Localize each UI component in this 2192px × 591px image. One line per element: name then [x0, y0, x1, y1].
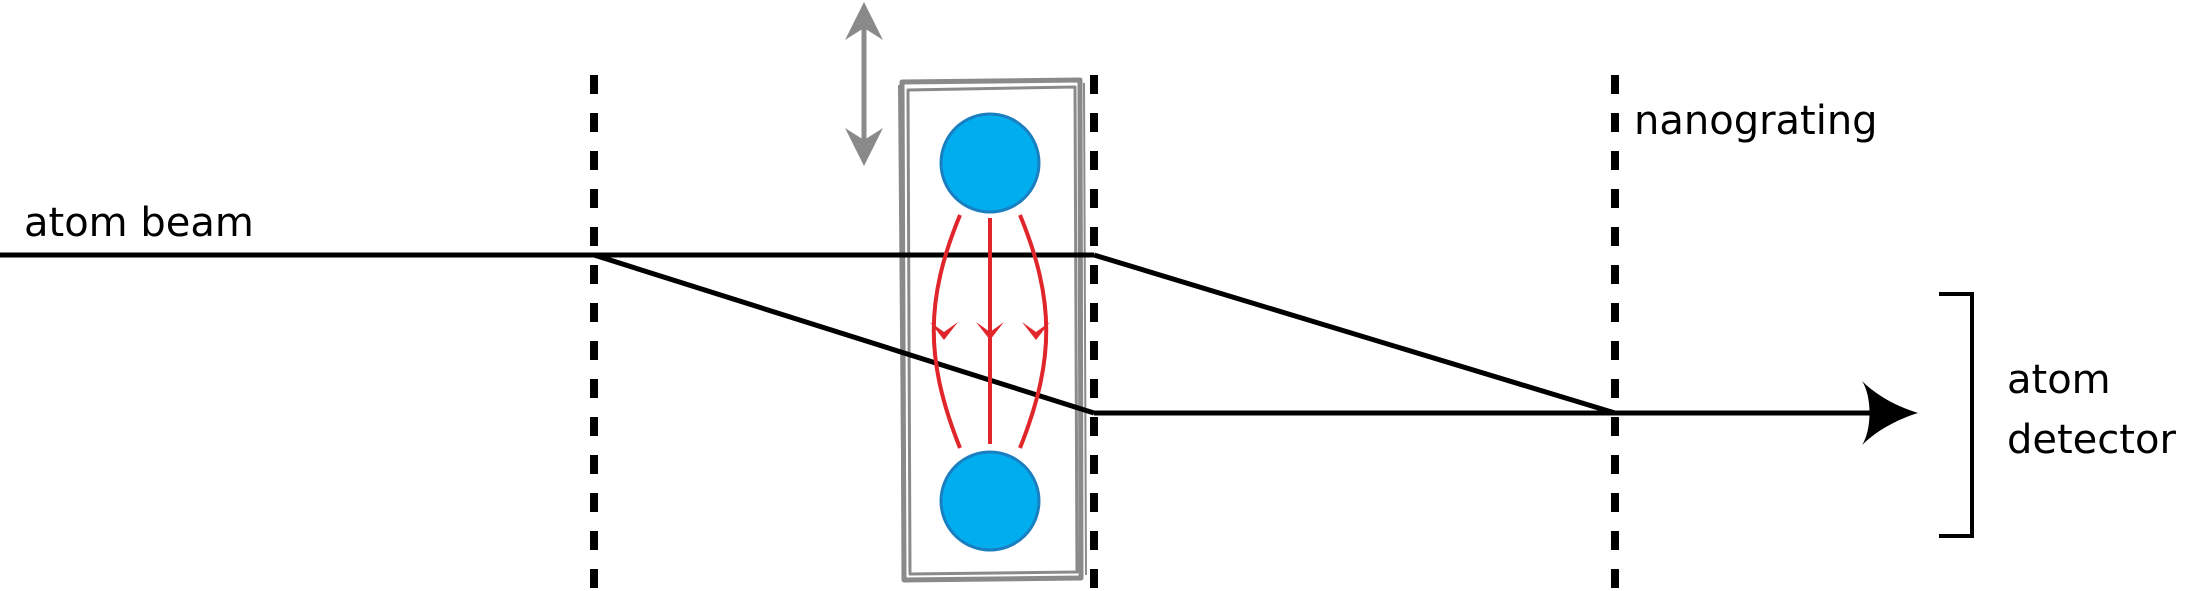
diffracted-path-lower	[593, 252, 1095, 416]
output-arrowhead	[1862, 381, 1918, 445]
interaction-region-frame	[898, 77, 1087, 583]
detector-label-line1: atom	[2007, 357, 2111, 403]
electric-field-lines	[931, 214, 1049, 449]
detector-label-line2: detector	[2007, 417, 2176, 463]
nanograting-label: nanograting	[1634, 98, 1878, 144]
diffracted-path-upper	[1093, 252, 1616, 416]
lower-electrode	[939, 450, 1041, 552]
upper-electrode	[939, 112, 1041, 214]
translation-arrow	[845, 2, 883, 166]
detector-bracket	[1939, 292, 1974, 538]
field-line-arrowheads	[930, 322, 1050, 340]
atom-beam-label: atom beam	[24, 200, 254, 246]
